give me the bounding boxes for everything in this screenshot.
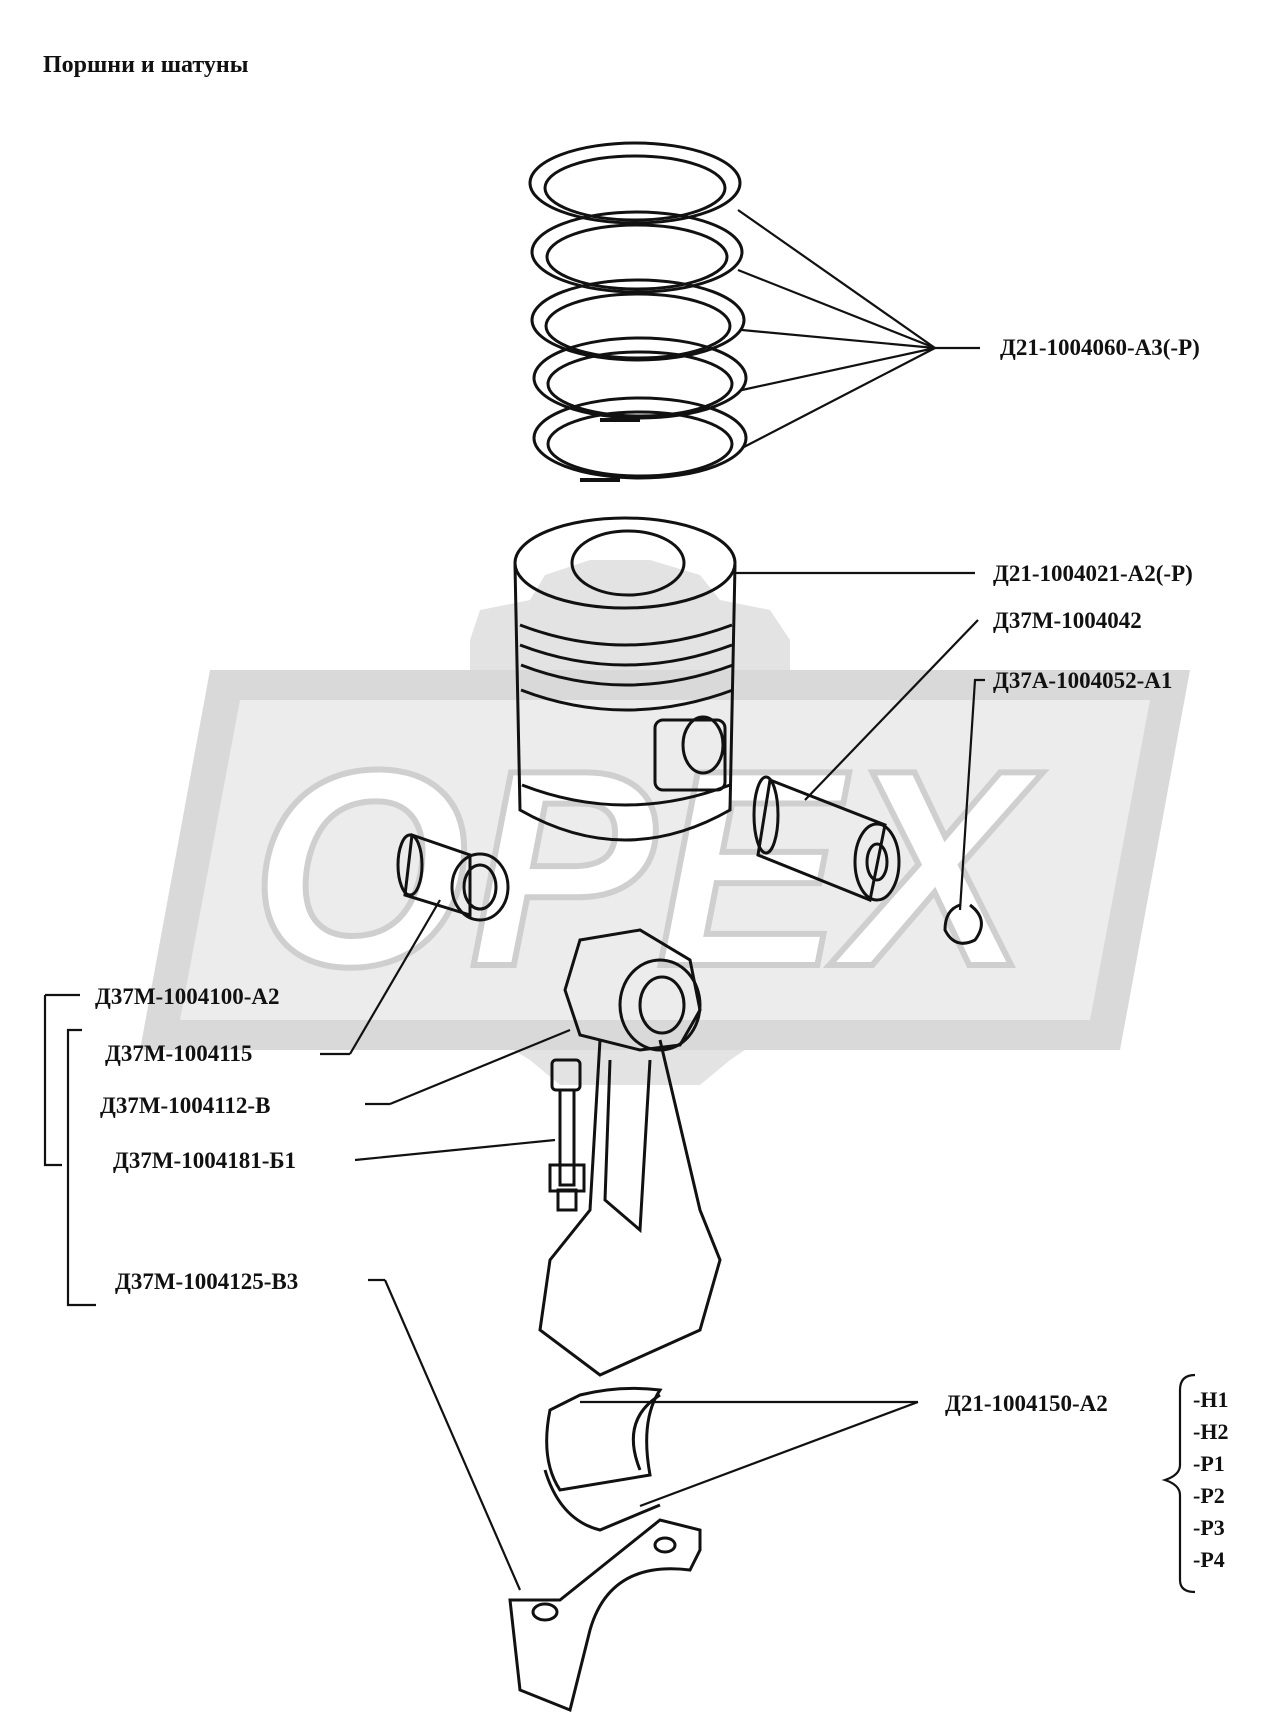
label-bearing-shells: Д21-1004150-А2 [945,1391,1108,1416]
connecting-rod-illustration [538,928,722,1377]
bearing-size-r4: -Р4 [1193,1547,1225,1572]
label-piston: Д21-1004021-А2(-Р) [993,561,1193,586]
label-piston-pin: Д37М-1004042 [993,608,1142,633]
piston-pin-illustration [752,775,901,903]
retaining-ring-illustration [943,903,983,945]
label-rod-cap: Д37М-1004125-В3 [115,1269,299,1294]
bearing-size-r3: -Р3 [1193,1515,1225,1540]
label-rod: Д37М-1004112-В [100,1093,271,1118]
label-retaining-ring: Д37А-1004052-А1 [993,668,1173,693]
rod-cap-illustration [508,1518,702,1713]
watermark-text: OPEX [251,713,1044,1025]
bearing-size-r2: -Р2 [1193,1483,1225,1508]
page-title: Поршни и шатуны [43,52,249,78]
watermark-logo: OPEX [140,560,1190,1085]
bearing-shells-illustration [543,1386,663,1532]
piston-rings-illustration [528,141,748,482]
leader-lines [43,209,1196,1594]
bearing-size-r1: -Р1 [1193,1451,1225,1476]
label-piston-rings: Д21-1004060-А3(-Р) [1000,335,1200,360]
bearing-size-n2: -Н2 [1193,1419,1229,1444]
piston-illustration [513,516,737,842]
bushing-illustration [396,832,510,922]
label-rod-assembly: Д37М-1004100-А2 [95,984,280,1009]
bearing-size-n1: -Н1 [1193,1387,1229,1412]
label-bushing: Д37М-1004115 [105,1041,253,1066]
label-bolt: Д37М-1004181-Б1 [113,1148,297,1173]
